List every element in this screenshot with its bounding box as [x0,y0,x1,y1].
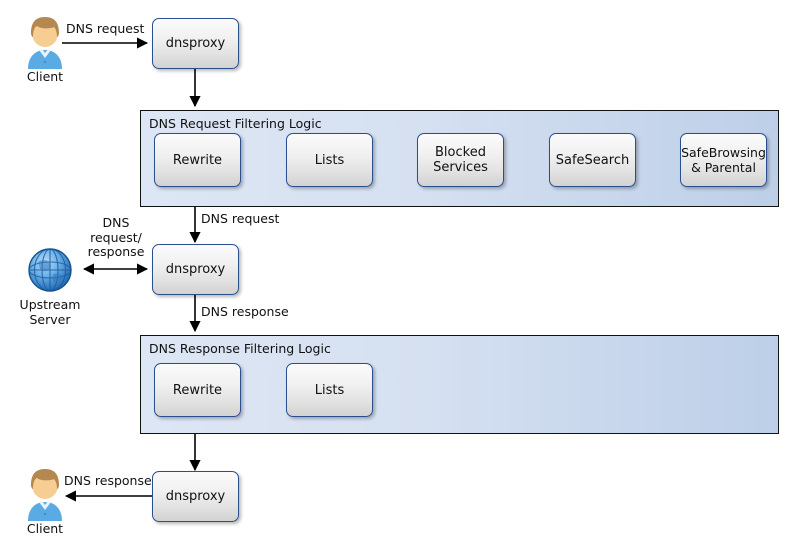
stage-safebrowsing-parental[interactable]: SafeBrowsing & Parental [680,133,767,187]
actor-caption-client-top: Client [26,69,64,84]
actor-caption-upstream-server: Upstream Server [19,297,81,327]
globe-icon [24,244,76,300]
request-filtering-title: DNS Request Filtering Logic [149,116,322,131]
response-filtering-title: DNS Response Filtering Logic [149,341,331,356]
stage-lists[interactable]: Lists [286,133,373,187]
edge-label-upstream: DNS request/ response [87,215,145,259]
stage-lists-response[interactable]: Lists [286,363,373,417]
dnsproxy-middle-node[interactable]: dnsproxy [152,244,239,295]
stage-rewrite-response[interactable]: Rewrite [154,363,241,417]
user-icon [22,14,68,74]
edge-label-proxy-to-response-filtering: DNS response [201,304,289,319]
edge-label-client-to-proxy: DNS request [66,21,145,36]
edge-label-proxy-to-request-filtering: DNS request [201,211,280,226]
edge-label-proxy-to-client: DNS response [64,473,152,488]
stage-blocked-services[interactable]: Blocked Services [417,133,504,187]
user-icon [22,466,68,526]
dnsproxy-bottom-node[interactable]: dnsproxy [152,471,239,522]
stage-safesearch[interactable]: SafeSearch [549,133,636,187]
actor-caption-client-bottom: Client [26,521,64,536]
response-filtering-group: DNS Response Filtering Logic [140,335,779,434]
stage-rewrite[interactable]: Rewrite [154,133,241,187]
dnsproxy-top-node[interactable]: dnsproxy [152,18,239,69]
